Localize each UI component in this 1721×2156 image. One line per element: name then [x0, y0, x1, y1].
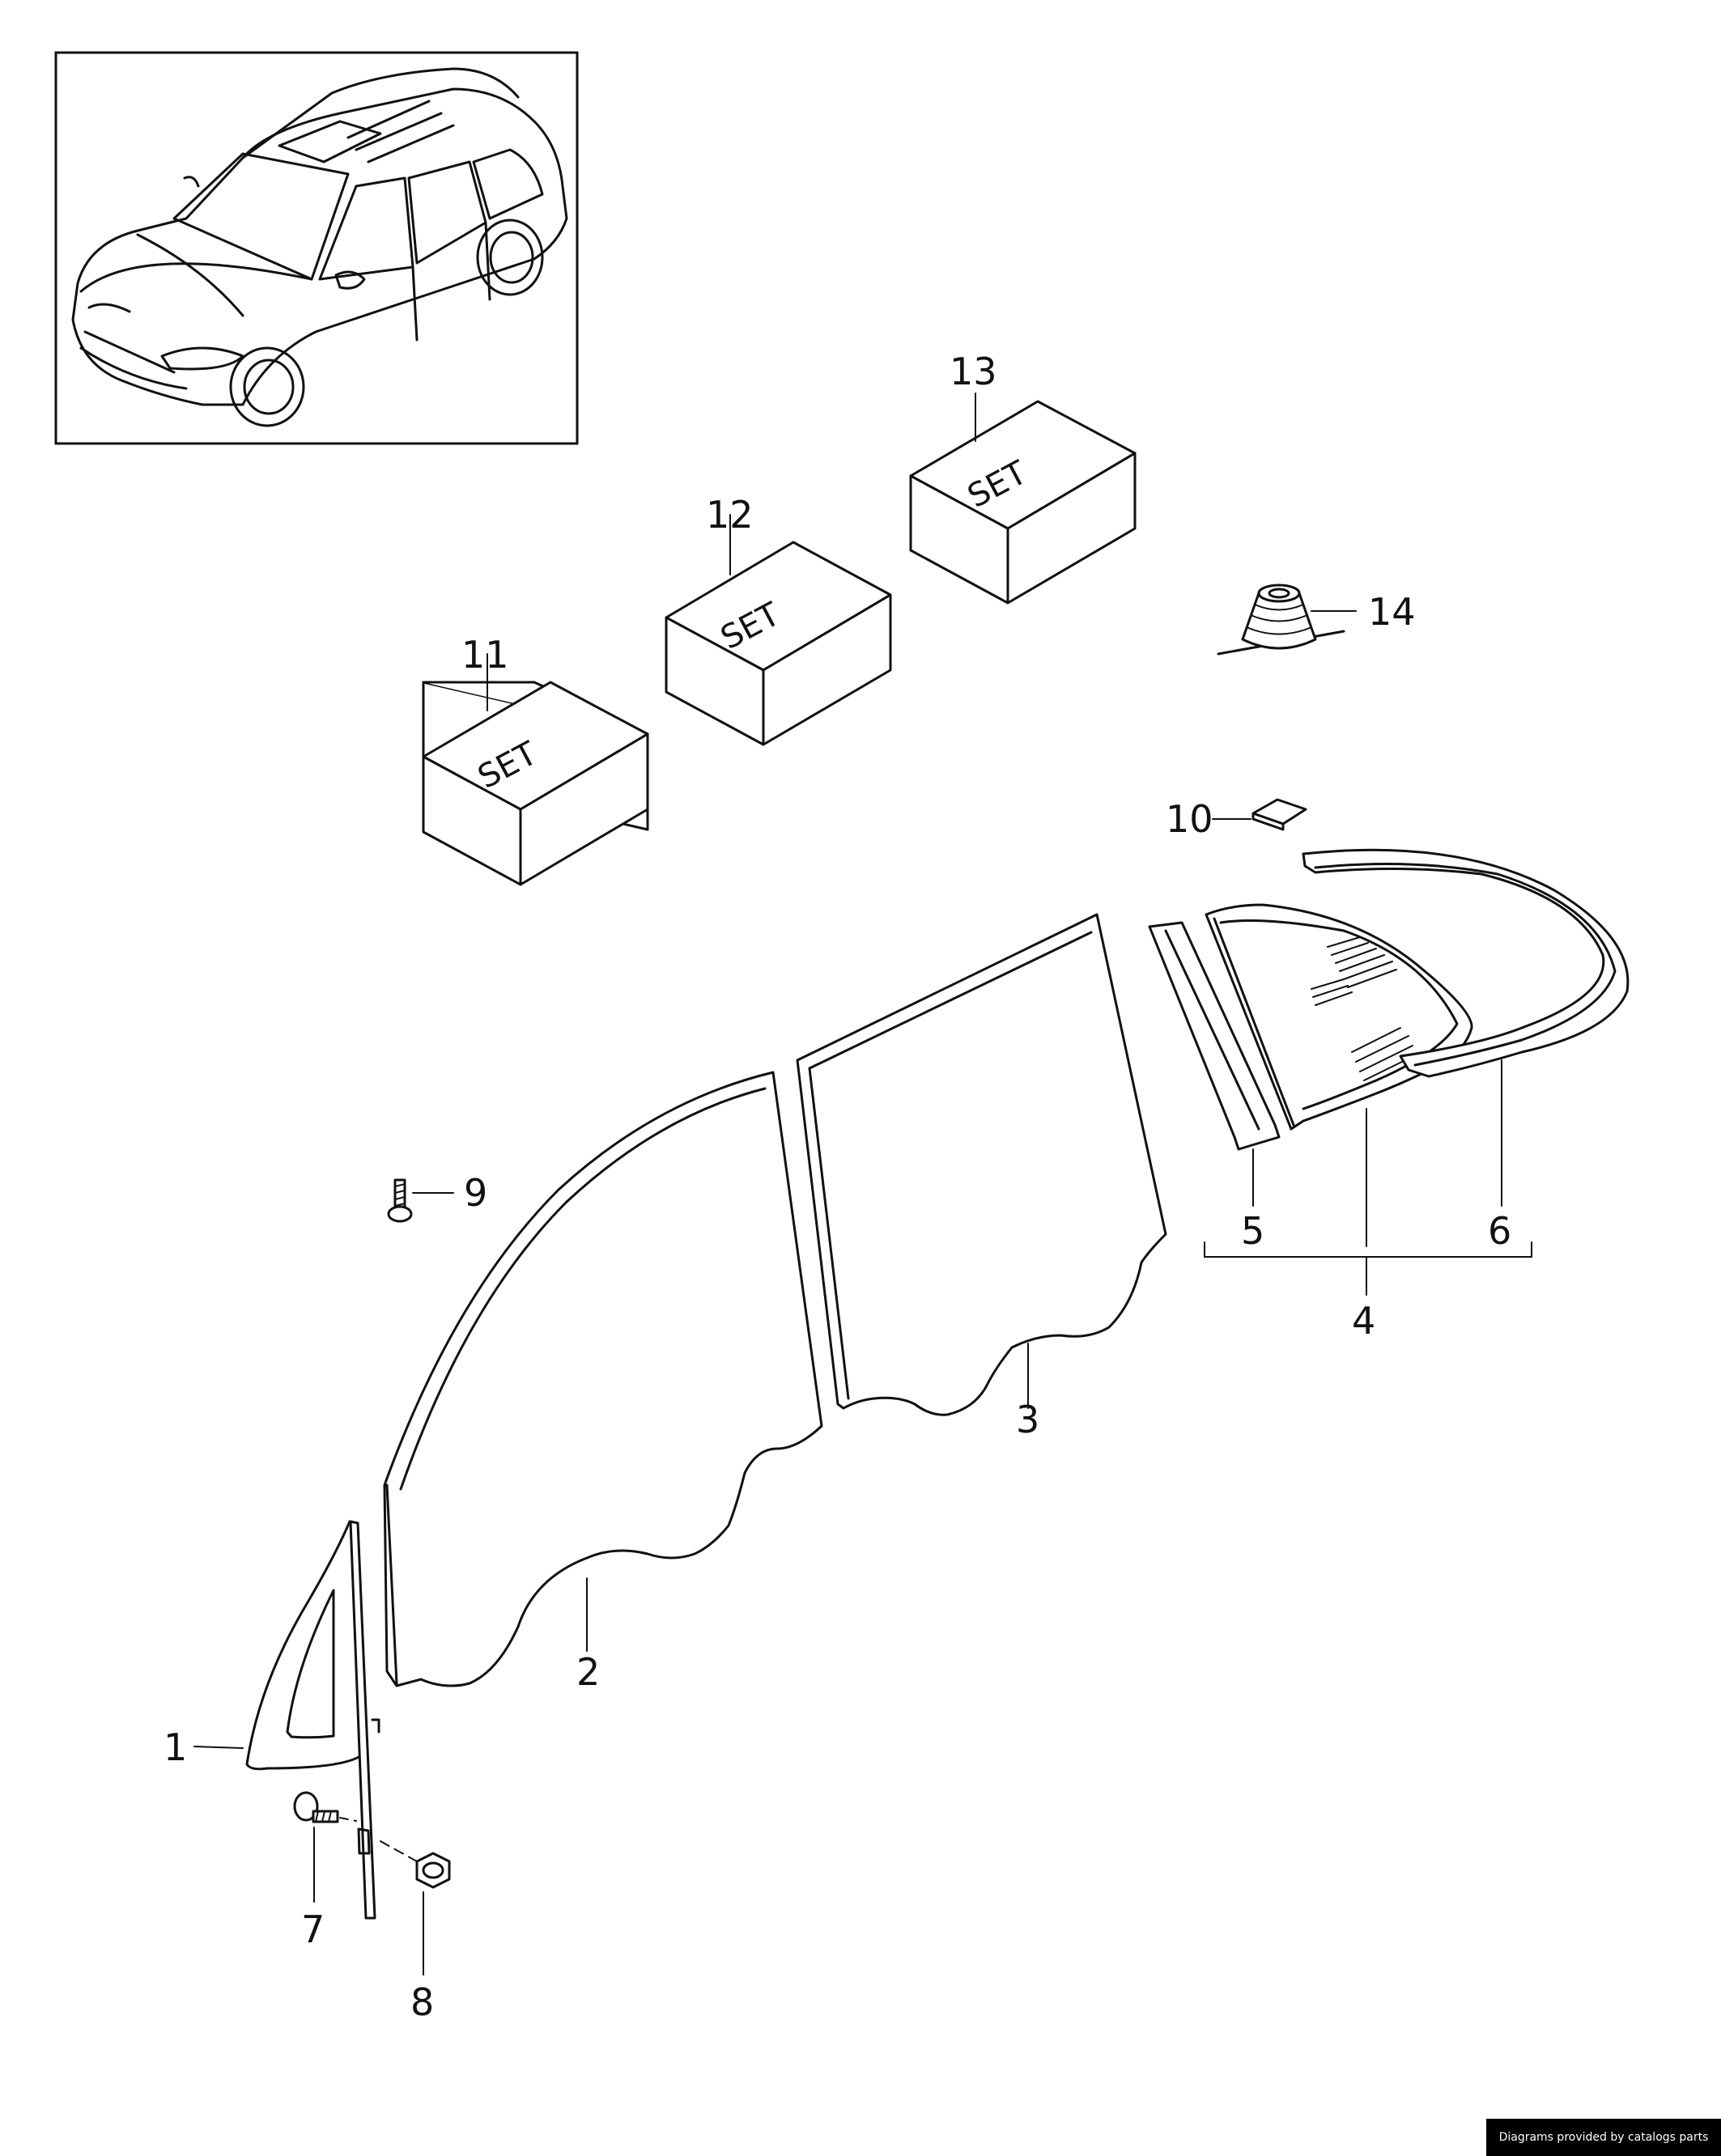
- trim-strip-part-5: [1148, 921, 1281, 1207]
- assembly-bracket-4: [1204, 1241, 1532, 1296]
- callout-1: 1: [164, 1725, 187, 1769]
- callout-6: 6: [1488, 1209, 1511, 1253]
- set-box-11: SET: [422, 653, 649, 886]
- callout-2: 2: [576, 1650, 600, 1694]
- front-wheel: [229, 346, 305, 427]
- bolt-part-9: [387, 1178, 454, 1223]
- callout-8: 8: [410, 1980, 434, 2024]
- nut-part-8: [380, 1840, 451, 1976]
- callout-7: 7: [301, 1908, 325, 1951]
- callout-4: 4: [1352, 1299, 1375, 1343]
- callout-12: 12: [706, 493, 754, 537]
- credit-banner: Diagrams provided by catalogs parts: [1486, 2119, 1721, 2156]
- callout-3: 3: [1016, 1398, 1039, 1441]
- vehicle-overview-inset: [54, 51, 579, 445]
- grommet-part-14: [1217, 584, 1357, 656]
- callout-13: 13: [950, 350, 997, 393]
- clip-part-10: [1212, 798, 1307, 831]
- callout-10: 10: [1166, 797, 1213, 841]
- callout-14: 14: [1368, 590, 1416, 634]
- callout-5: 5: [1241, 1209, 1264, 1253]
- arch-seal-part-6: [1302, 848, 1630, 1207]
- callout-labels: 1 2 3 4 5 6 7 8 9 10 11 12 13 14: [164, 350, 1511, 2024]
- set-box-12: SET: [665, 514, 892, 746]
- front-door-glass-part-2: [383, 1071, 823, 1687]
- callout-9: 9: [464, 1171, 487, 1215]
- rear-door-glass-part-3: [796, 913, 1167, 1416]
- rear-quarter-window-part-4: [1205, 903, 1473, 1247]
- rear-wheel: [476, 219, 544, 296]
- quarter-glass-part-1: [193, 1520, 380, 1920]
- set-box-13: SET: [909, 393, 1137, 605]
- callout-11: 11: [461, 633, 509, 677]
- screw-part-7: [293, 1791, 357, 1903]
- suv-sketch: [71, 67, 568, 406]
